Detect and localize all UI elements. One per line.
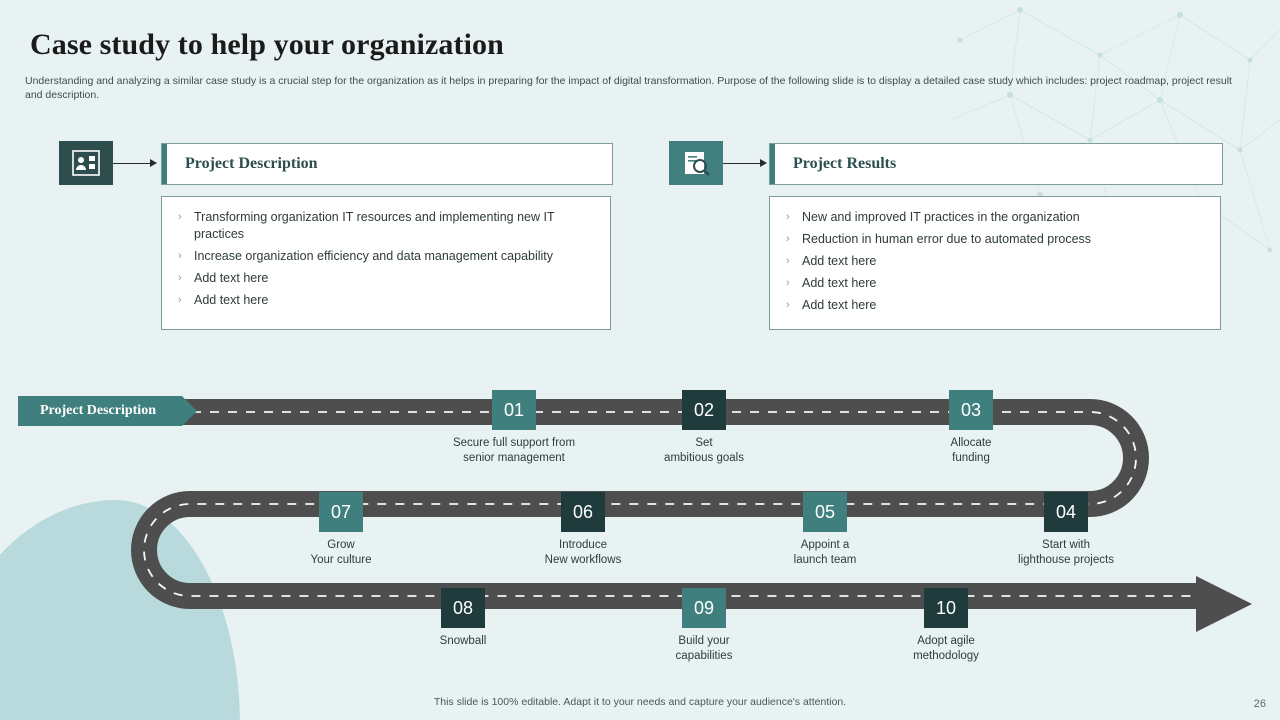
report-magnifier-icon bbox=[685, 152, 710, 176]
chevron-right-icon: › bbox=[786, 299, 790, 311]
list-item: › Add text here bbox=[786, 297, 1204, 314]
list-item: › Transforming organization IT resources… bbox=[178, 209, 594, 243]
bullet-text: Add text here bbox=[802, 298, 877, 312]
panel-accent-bar bbox=[770, 144, 775, 184]
roadmap-step-01: 01 Secure full support from senior manag… bbox=[419, 390, 609, 466]
connector-arrow-right bbox=[760, 159, 767, 167]
chevron-right-icon: › bbox=[178, 294, 182, 306]
panel-body-project-description: › Transforming organization IT resources… bbox=[161, 196, 611, 330]
connector-line-left bbox=[113, 163, 150, 164]
step-caption: Adopt agile methodology bbox=[913, 635, 979, 662]
step-number: 09 bbox=[682, 588, 726, 628]
roadmap-step-07: 07 Grow Your culture bbox=[275, 492, 407, 568]
chevron-right-icon: › bbox=[786, 255, 790, 267]
roadmap-step-08: 08 Snowball bbox=[397, 588, 529, 649]
chevron-right-icon: › bbox=[786, 211, 790, 223]
panel-header-project-results: Project Results bbox=[769, 143, 1223, 185]
panel-title-left: Project Description bbox=[185, 155, 318, 172]
list-item: › Add text here bbox=[786, 253, 1204, 270]
roadmap-path bbox=[30, 399, 1252, 632]
roadmap-step-09: 09 Build your capabilities bbox=[638, 588, 770, 664]
connector-line-right bbox=[723, 163, 760, 164]
list-item: › Increase organization efficiency and d… bbox=[178, 248, 594, 265]
roadmap-step-06: 06 Introduce New workflows bbox=[517, 492, 649, 568]
step-caption: Snowball bbox=[439, 635, 487, 647]
step-caption: Set ambitious goals bbox=[664, 437, 744, 464]
list-item: › Add text here bbox=[178, 292, 594, 309]
step-number: 04 bbox=[1044, 492, 1088, 532]
chevron-right-icon: › bbox=[178, 211, 182, 223]
project-results-icon bbox=[669, 141, 723, 185]
connector-arrow-left bbox=[150, 159, 157, 167]
chevron-right-icon: › bbox=[178, 272, 182, 284]
people-board-icon bbox=[72, 150, 100, 176]
roadmap-step-05: 05 Appoint a launch team bbox=[759, 492, 891, 568]
project-description-icon bbox=[59, 141, 113, 185]
list-item: › New and improved IT practices in the o… bbox=[786, 209, 1204, 226]
bullet-text: Add text here bbox=[802, 254, 877, 268]
panel-body-project-results: › New and improved IT practices in the o… bbox=[769, 196, 1221, 330]
step-number: 06 bbox=[561, 492, 605, 532]
step-number: 10 bbox=[924, 588, 968, 628]
step-caption: Build your capabilities bbox=[675, 635, 733, 662]
page-subtitle: Understanding and analyzing a similar ca… bbox=[25, 75, 1232, 101]
panel-title-right: Project Results bbox=[793, 155, 897, 172]
bullet-text: Increase organization efficiency and dat… bbox=[194, 249, 554, 263]
list-item: › Add text here bbox=[178, 270, 594, 287]
step-caption: Introduce New workflows bbox=[544, 539, 622, 566]
step-caption: Allocate funding bbox=[950, 437, 992, 464]
bullet-text: Transforming organization IT resources a… bbox=[194, 210, 555, 241]
page-title: Case study to help your organization bbox=[30, 28, 504, 61]
footer-note: This slide is 100% editable. Adapt it to… bbox=[433, 696, 847, 708]
step-number: 08 bbox=[441, 588, 485, 628]
panel-accent-bar bbox=[162, 144, 167, 184]
bullet-text: New and improved IT practices in the org… bbox=[802, 210, 1080, 224]
roadmap-label-tag: Project Description bbox=[18, 396, 197, 426]
step-caption: Start with lighthouse projects bbox=[1018, 539, 1114, 566]
roadmap-step-04: 04 Start with lighthouse projects bbox=[1000, 492, 1132, 568]
step-number: 01 bbox=[492, 390, 536, 430]
roadmap-step-03: 03 Allocate funding bbox=[905, 390, 1037, 466]
roadmap-step-02: 02 Set ambitious goals bbox=[624, 390, 784, 466]
list-item: › Reduction in human error due to automa… bbox=[786, 231, 1204, 248]
bullet-text: Add text here bbox=[802, 276, 877, 290]
page-number: 26 bbox=[1253, 698, 1266, 710]
step-number: 02 bbox=[682, 390, 726, 430]
list-item: › Add text here bbox=[786, 275, 1204, 292]
bullet-text: Reduction in human error due to automate… bbox=[802, 232, 1092, 246]
chevron-right-icon: › bbox=[786, 233, 790, 245]
step-caption: Appoint a launch team bbox=[793, 539, 857, 566]
chevron-right-icon: › bbox=[786, 277, 790, 289]
step-caption: Grow Your culture bbox=[310, 539, 372, 566]
bullet-text: Add text here bbox=[194, 271, 269, 285]
step-number: 03 bbox=[949, 390, 993, 430]
step-caption: Secure full support from senior manageme… bbox=[452, 437, 576, 464]
roadmap-step-10: 10 Adopt agile methodology bbox=[880, 588, 1012, 664]
step-number: 07 bbox=[319, 492, 363, 532]
bullet-text: Add text here bbox=[194, 293, 269, 307]
step-number: 05 bbox=[803, 492, 847, 532]
chevron-right-icon: › bbox=[178, 250, 182, 262]
panel-header-project-description: Project Description bbox=[161, 143, 613, 185]
